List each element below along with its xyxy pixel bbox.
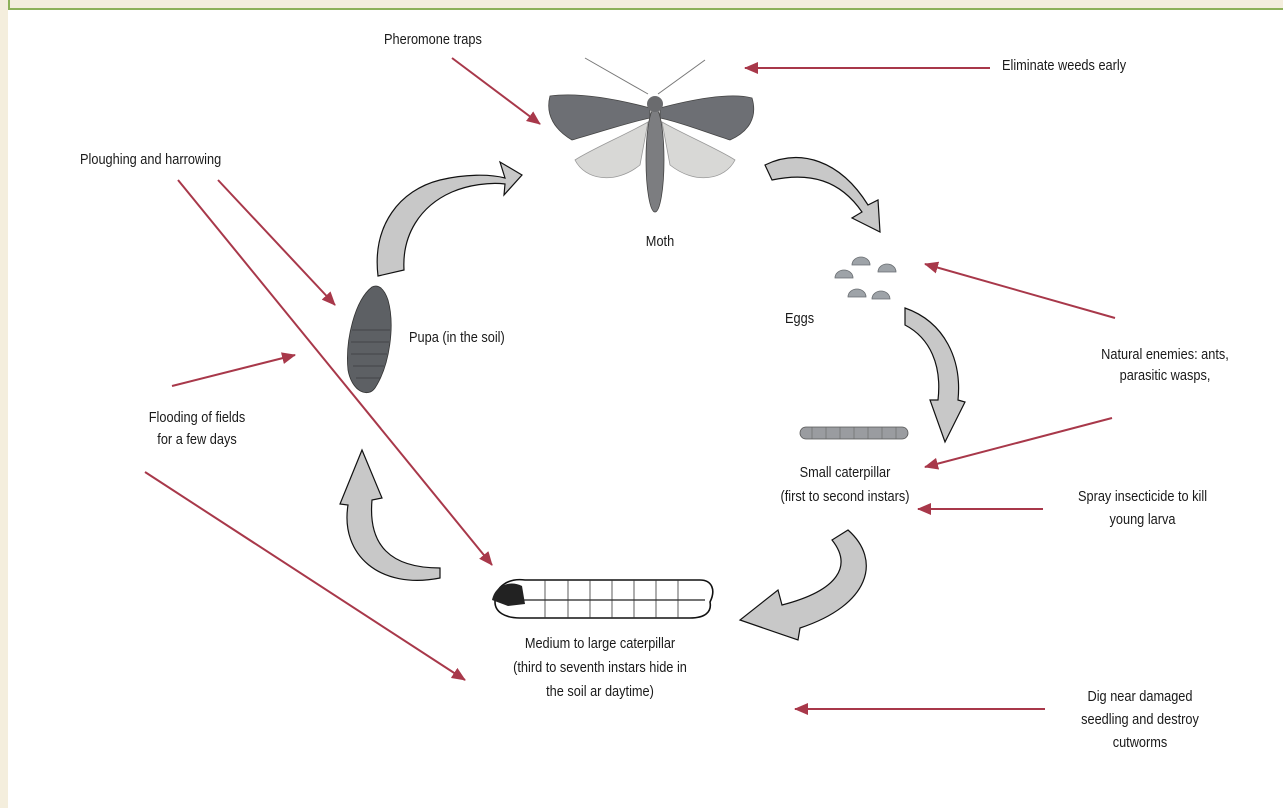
arrow-natural-enemies-to-eggs xyxy=(925,264,1115,318)
label-dig-line1: Dig near damaged xyxy=(1070,687,1211,708)
cycle-arrow-moth-to-eggs xyxy=(765,158,880,232)
label-pupa: Pupa (in the soil) xyxy=(409,328,505,349)
large-caterpillar-illustration xyxy=(492,580,713,618)
label-natural-enemies-line1: Natural enemies: ants, xyxy=(1081,345,1248,366)
label-flooding-line1: Flooding of fields xyxy=(122,408,272,429)
label-medium-caterpillar-line1: Medium to large caterpillar xyxy=(494,634,705,655)
label-ploughing-harrowing: Ploughing and harrowing xyxy=(80,150,221,171)
label-small-caterpillar-line2: (first to second instars) xyxy=(770,487,920,508)
label-natural-enemies-line2: parasitic wasps, xyxy=(1081,366,1248,387)
cycle-arrow-eggs-to-small-caterpillar xyxy=(905,308,965,442)
label-dig-line2: seedling and destroy xyxy=(1070,710,1211,731)
arrow-ploughing-to-pupa xyxy=(218,180,335,305)
cycle-arrow-pupa-to-moth xyxy=(377,162,522,276)
label-medium-caterpillar-line2: (third to seventh instars hide in xyxy=(494,658,705,679)
eggs-illustration xyxy=(835,257,896,299)
cycle-arrow-medium-caterpillar-to-pupa xyxy=(340,450,440,580)
label-eggs: Eggs xyxy=(785,309,814,330)
arrow-flooding-to-pupa xyxy=(172,355,295,386)
label-eliminate-weeds: Eliminate weeds early xyxy=(1002,56,1126,77)
pupa-illustration xyxy=(347,286,391,393)
label-medium-caterpillar-line3: the soil ar daytime) xyxy=(494,682,705,703)
label-moth: Moth xyxy=(634,232,687,253)
label-small-caterpillar-line1: Small caterpillar xyxy=(770,463,920,484)
label-flooding-line2: for a few days xyxy=(122,430,272,451)
small-caterpillar-illustration xyxy=(800,427,908,439)
cycle-arrow-small-to-medium-caterpillar xyxy=(740,530,866,640)
moth-illustration xyxy=(549,58,754,212)
arrow-pheromone-traps xyxy=(452,58,540,124)
label-pheromone-traps: Pheromone traps xyxy=(384,30,482,51)
label-dig-line3: cutworms xyxy=(1070,733,1211,754)
label-spray-insecticide-line2: young larva xyxy=(1061,510,1224,531)
label-spray-insecticide-line1: Spray insecticide to kill xyxy=(1061,487,1224,508)
